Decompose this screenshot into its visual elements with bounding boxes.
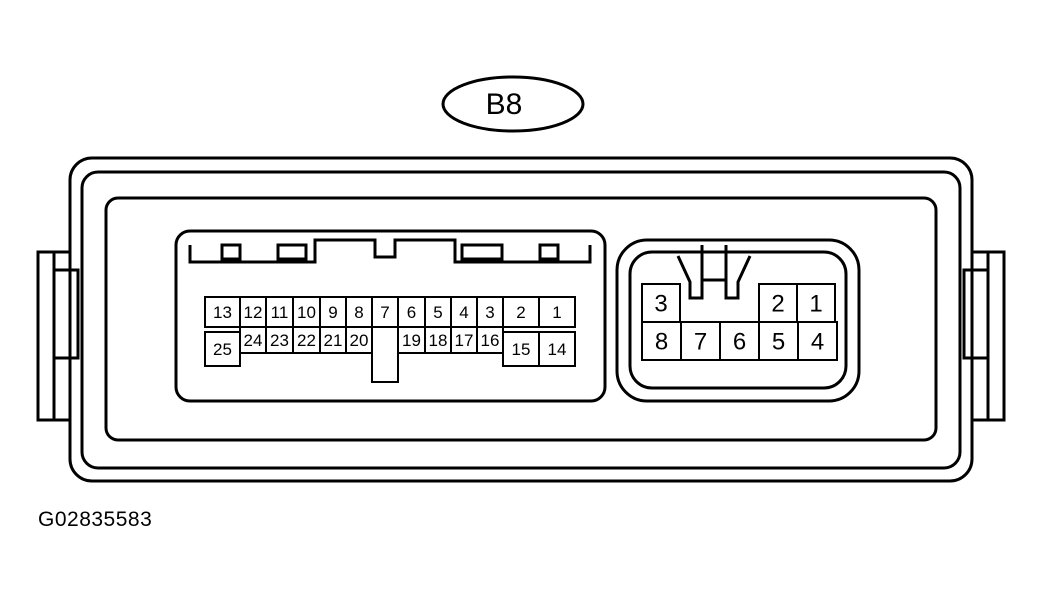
- small-pin-7-label: 7: [694, 329, 707, 356]
- small-connector-latch: [676, 245, 752, 300]
- large-pin-12-label: 12: [244, 303, 263, 322]
- small-pin-5-label: 5: [772, 329, 785, 356]
- large-pin-16-label: 16: [481, 331, 500, 350]
- housing-face: [104, 196, 938, 442]
- small-pin-6-label: 6: [733, 329, 746, 356]
- connector-label-ellipse: [441, 75, 585, 133]
- left-latch: [36, 250, 80, 422]
- large-pin-25-label: 25: [213, 340, 232, 359]
- figure-code: G02835583: [38, 508, 153, 531]
- large-pin-19-label: 19: [402, 331, 421, 350]
- large-pin-1-label: 1: [552, 303, 561, 322]
- right-latch: [962, 250, 1006, 422]
- large-pin-3-label: 3: [485, 303, 494, 322]
- large-pin-17-label: 17: [455, 331, 474, 350]
- large-pin-18-label: 18: [429, 331, 448, 350]
- housing-inner: [80, 170, 962, 470]
- large-pin-15-label: 15: [512, 340, 531, 359]
- small-connector-body: [615, 238, 861, 403]
- large-pin-2-label: 2: [516, 303, 525, 322]
- large-pin-10-label: 10: [297, 303, 316, 322]
- large-connector-notch: [371, 327, 399, 383]
- large-connector-keyway: [188, 238, 592, 264]
- large-pin-8-label: 8: [354, 303, 363, 322]
- large-pin-20-label: 20: [350, 331, 369, 350]
- small-pin-3-label: 3: [654, 291, 667, 318]
- small-pin-4-label: 4: [811, 329, 824, 356]
- large-pin-7-label: 7: [380, 303, 389, 322]
- large-pin-6-label: 6: [407, 303, 416, 322]
- small-pin-8-label: 8: [655, 329, 668, 356]
- large-pin-4-label: 4: [459, 303, 468, 322]
- large-pin-14-cell: [538, 331, 576, 367]
- connector-label: B8: [486, 88, 523, 121]
- large-pin-22-label: 22: [297, 331, 316, 350]
- large-pin-5-label: 5: [433, 303, 442, 322]
- small-pin-2-label: 2: [771, 291, 784, 318]
- large-connector-body: [174, 229, 607, 403]
- large-pin-13-label: 13: [213, 303, 232, 322]
- small-pin-1-label: 1: [809, 291, 822, 318]
- large-connector-windows: [220, 243, 560, 261]
- large-pin-21-label: 21: [324, 331, 343, 350]
- large-pin-24-label: 24: [244, 331, 263, 350]
- large-pin-14-label: 14: [548, 340, 567, 359]
- large-pin-23-label: 23: [270, 331, 289, 350]
- large-pin-11-label: 11: [271, 303, 289, 322]
- large-pin-1-cell: [538, 296, 576, 328]
- large-pin-9-label: 9: [328, 303, 337, 322]
- small-pin-4-cell: [797, 321, 838, 361]
- small-connector-inner: [628, 250, 848, 390]
